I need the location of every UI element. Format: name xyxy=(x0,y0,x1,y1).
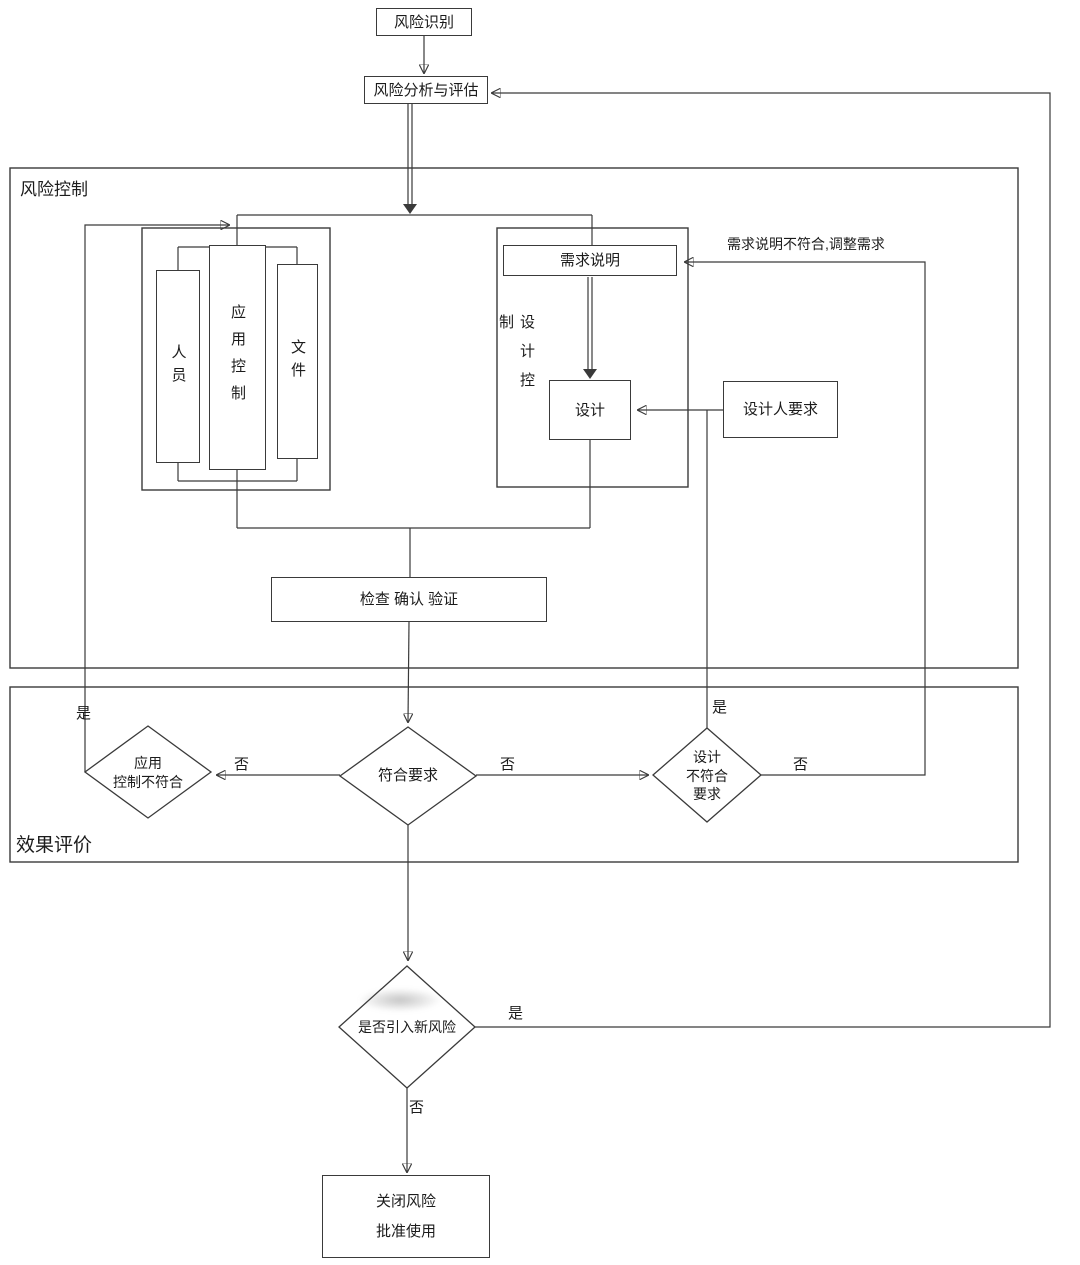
app-control-box: 应用控制 xyxy=(209,245,266,470)
design-nonconform-label: 设计 不符合 要求 xyxy=(686,748,728,803)
edge-analysis-to-control-arrowhead xyxy=(403,204,417,214)
effect-evaluation-frame xyxy=(9,686,1019,863)
personnel-box: 人员 xyxy=(156,270,200,463)
meets-req-no-left-label: 否 xyxy=(234,756,250,773)
meets-requirement-diamond xyxy=(338,726,478,826)
risk-control-label: 风险控制 xyxy=(20,180,88,199)
adjust-requirement-note: 需求说明不符合,调整需求 xyxy=(727,236,885,252)
app-control-nonconform-diamond xyxy=(83,725,213,819)
app-nonconform-yes-label: 是 xyxy=(76,705,92,722)
new-risk-diamond xyxy=(338,965,476,1089)
edge-requirement-to-design-arrowhead xyxy=(583,369,597,379)
document-box: 文件 xyxy=(277,264,318,459)
design-nonconform-yes-label: 是 xyxy=(712,699,728,716)
edge-check-to-meets-req xyxy=(408,621,409,722)
requirement-spec-box: 需求说明 xyxy=(503,245,677,276)
design-nonconform-diamond xyxy=(652,727,762,823)
edge-design-nonconform-no-to-requirement xyxy=(685,262,926,776)
new-risk-no-label: 否 xyxy=(409,1099,425,1116)
app-control-group-frame xyxy=(141,227,331,491)
effect-evaluation-label: 效果评价 xyxy=(16,835,93,856)
designer-requirement-box: 设计人要求 xyxy=(723,381,838,438)
new-risk-yes-label: 是 xyxy=(508,1005,524,1022)
risk-analysis-box: 风险分析与评估 xyxy=(364,76,488,104)
risk-identification-box: 风险识别 xyxy=(376,8,472,36)
meets-requirement-label: 符合要求 xyxy=(377,766,438,784)
design-control-label: 设计控制 xyxy=(497,314,535,401)
close-risk-box: 关闭风险 批准使用 xyxy=(322,1175,490,1258)
risk-control-frame xyxy=(9,167,1019,669)
meets-req-no-right-label: 否 xyxy=(500,756,516,773)
check-confirm-verify-box: 检查 确认 验证 xyxy=(271,577,547,622)
app-control-nonconform-label: 应用 控制不符合 xyxy=(113,755,183,790)
new-risk-label: 是否引入新风险 xyxy=(358,1018,456,1035)
design-nonconform-no-label: 否 xyxy=(793,756,809,773)
edge-new-risk-yes-to-analysis xyxy=(475,93,1051,1028)
edge-app-nonconform-yes-to-app-group xyxy=(84,225,229,772)
design-box: 设计 xyxy=(549,380,631,440)
